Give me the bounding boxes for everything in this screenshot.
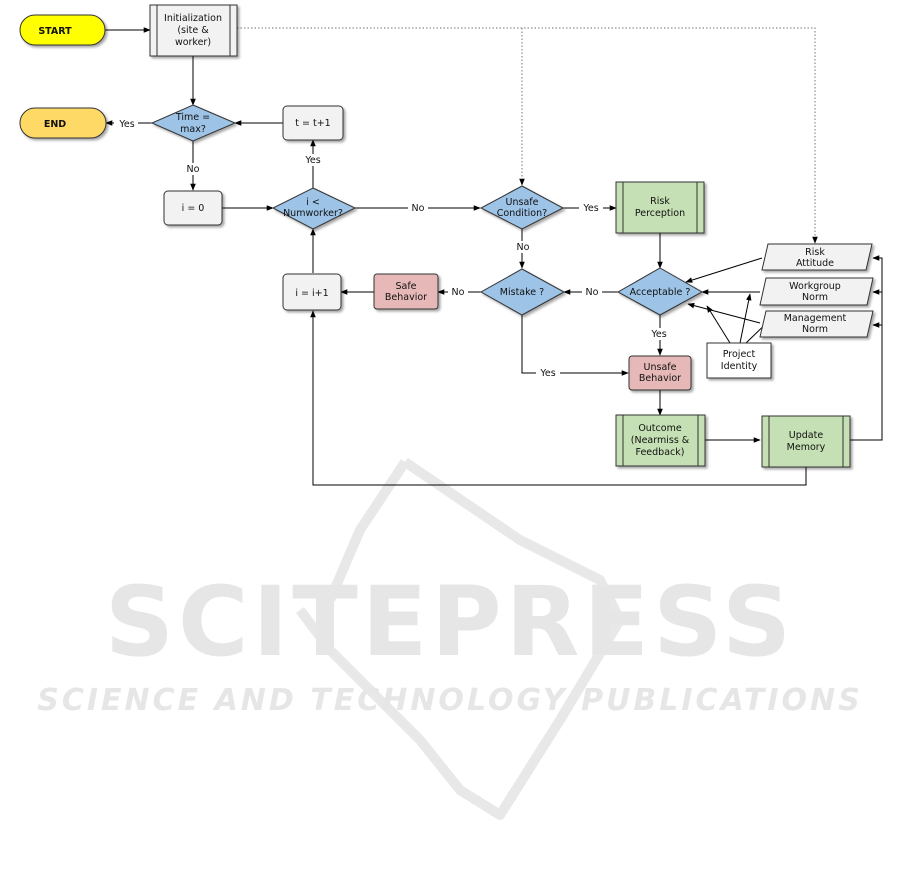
edge-mistake-unsafebeh: [521, 314, 629, 376]
edge-memory-feedback: [850, 255, 883, 441]
node-risk-attitude: Risk Attitude: [761, 243, 873, 271]
edge-attitude-acceptable: [685, 257, 763, 283]
node-initialization: Initialization (site & worker): [149, 4, 238, 57]
node-ilt-line1: i <: [306, 197, 320, 208]
node-init-line3: worker): [175, 37, 211, 48]
node-riskperc-line2: Perception: [635, 208, 685, 219]
node-unsafe-line2: Condition?: [497, 208, 547, 219]
label-time-yes: Yes: [118, 119, 134, 130]
node-identity-line2: Identity: [721, 361, 758, 372]
node-update-memory: Update Memory: [761, 415, 851, 468]
edge-management-acceptable: [687, 302, 761, 324]
node-start: START: [19, 14, 106, 46]
label-ilt-no: No: [412, 203, 425, 214]
node-tinc-label: t = t+1: [295, 118, 330, 129]
node-safebeh-line2: Behavior: [385, 292, 427, 303]
edge-identity-workgroup: [739, 293, 752, 344]
edge-labels: Yes No Yes No Yes No No Yes No Yes: [114, 117, 671, 379]
node-init-line1: Initialization: [164, 13, 222, 24]
node-i-increment: i = i+1: [282, 273, 342, 311]
node-management-norm: Management Norm: [759, 310, 874, 338]
edge-memory-iinc: [310, 310, 807, 486]
node-outcome-line3: Feedback): [636, 447, 685, 458]
node-izero-label: i = 0: [182, 203, 205, 214]
node-outcome-line1: Outcome: [638, 423, 682, 434]
node-safebeh-line1: Safe: [395, 281, 416, 292]
node-i-zero: i = 0: [163, 190, 223, 226]
node-outcome: Outcome (Nearmiss & Feedback): [615, 414, 706, 467]
node-safe-behavior: Safe Behavior: [373, 273, 439, 310]
node-unsafebeh-line2: Behavior: [639, 373, 681, 384]
node-identity-line1: Project: [723, 349, 756, 360]
edge-identity-management: [706, 305, 731, 344]
node-unsafe-behavior: Unsafe Behavior: [628, 355, 692, 391]
node-memory-line2: Memory: [787, 442, 826, 453]
node-acceptable-label: Acceptable ?: [630, 287, 691, 298]
label-ilt-yes: Yes: [304, 155, 320, 166]
label-acceptable-yes: Yes: [650, 329, 666, 340]
node-start-label: START: [38, 26, 72, 37]
node-ilt-line2: Numworker?: [283, 208, 343, 219]
node-acceptable: Acceptable ?: [616, 267, 704, 316]
node-mistake-label: Mistake ?: [500, 287, 544, 298]
node-management-line1: Management: [784, 313, 847, 324]
node-time-line1: Time =: [175, 112, 210, 123]
node-management-line2: Norm: [802, 324, 828, 335]
node-unsafe-condition: Unsafe Condition?: [479, 185, 565, 230]
label-mistake-yes: Yes: [539, 368, 555, 379]
node-outcome-line2: (Nearmiss &: [631, 435, 690, 446]
node-riskperc-line1: Risk: [650, 196, 670, 207]
node-iinc-label: i = i+1: [295, 288, 328, 299]
node-t-increment: t = t+1: [282, 105, 344, 141]
watermark-title: SCITEPRESS: [105, 566, 795, 678]
label-mistake-no: No: [452, 287, 465, 298]
node-risk-perception: Risk Perception: [615, 181, 705, 234]
node-memory-line1: Update: [789, 430, 824, 441]
label-acceptable-no: No: [586, 287, 599, 298]
node-unsafebeh-line1: Unsafe: [644, 362, 677, 373]
node-attitude-line2: Attitude: [796, 258, 834, 269]
node-time-line2: max?: [180, 124, 206, 135]
watermark-subtitle: SCIENCE AND TECHNOLOGY PUBLICATIONS: [37, 683, 863, 718]
node-end-label: END: [44, 119, 66, 130]
dotted-edges: [237, 27, 818, 244]
watermark: SCITEPRESS SCIENCE AND TECHNOLOGY PUBLIC…: [37, 457, 863, 820]
label-unsafe-no: No: [517, 242, 530, 253]
node-time-max: Time = max?: [150, 104, 237, 142]
node-init-line2: (site &: [177, 25, 209, 36]
node-workgroup-line2: Norm: [802, 292, 828, 303]
node-mistake: Mistake ?: [479, 268, 566, 316]
node-unsafe-line1: Unsafe: [506, 197, 539, 208]
node-workgroup-line1: Workgroup: [789, 281, 841, 292]
node-attitude-line1: Risk: [805, 247, 825, 258]
label-time-no: No: [187, 164, 200, 175]
edge-init-attitude-dotted: [237, 27, 818, 244]
label-unsafe-yes: Yes: [582, 203, 598, 214]
node-project-identity: Project Identity: [706, 342, 772, 379]
node-i-less-numworker: i < Numworker?: [271, 187, 357, 230]
node-end: END: [19, 107, 107, 139]
node-workgroup-norm: Workgroup Norm: [759, 277, 874, 306]
